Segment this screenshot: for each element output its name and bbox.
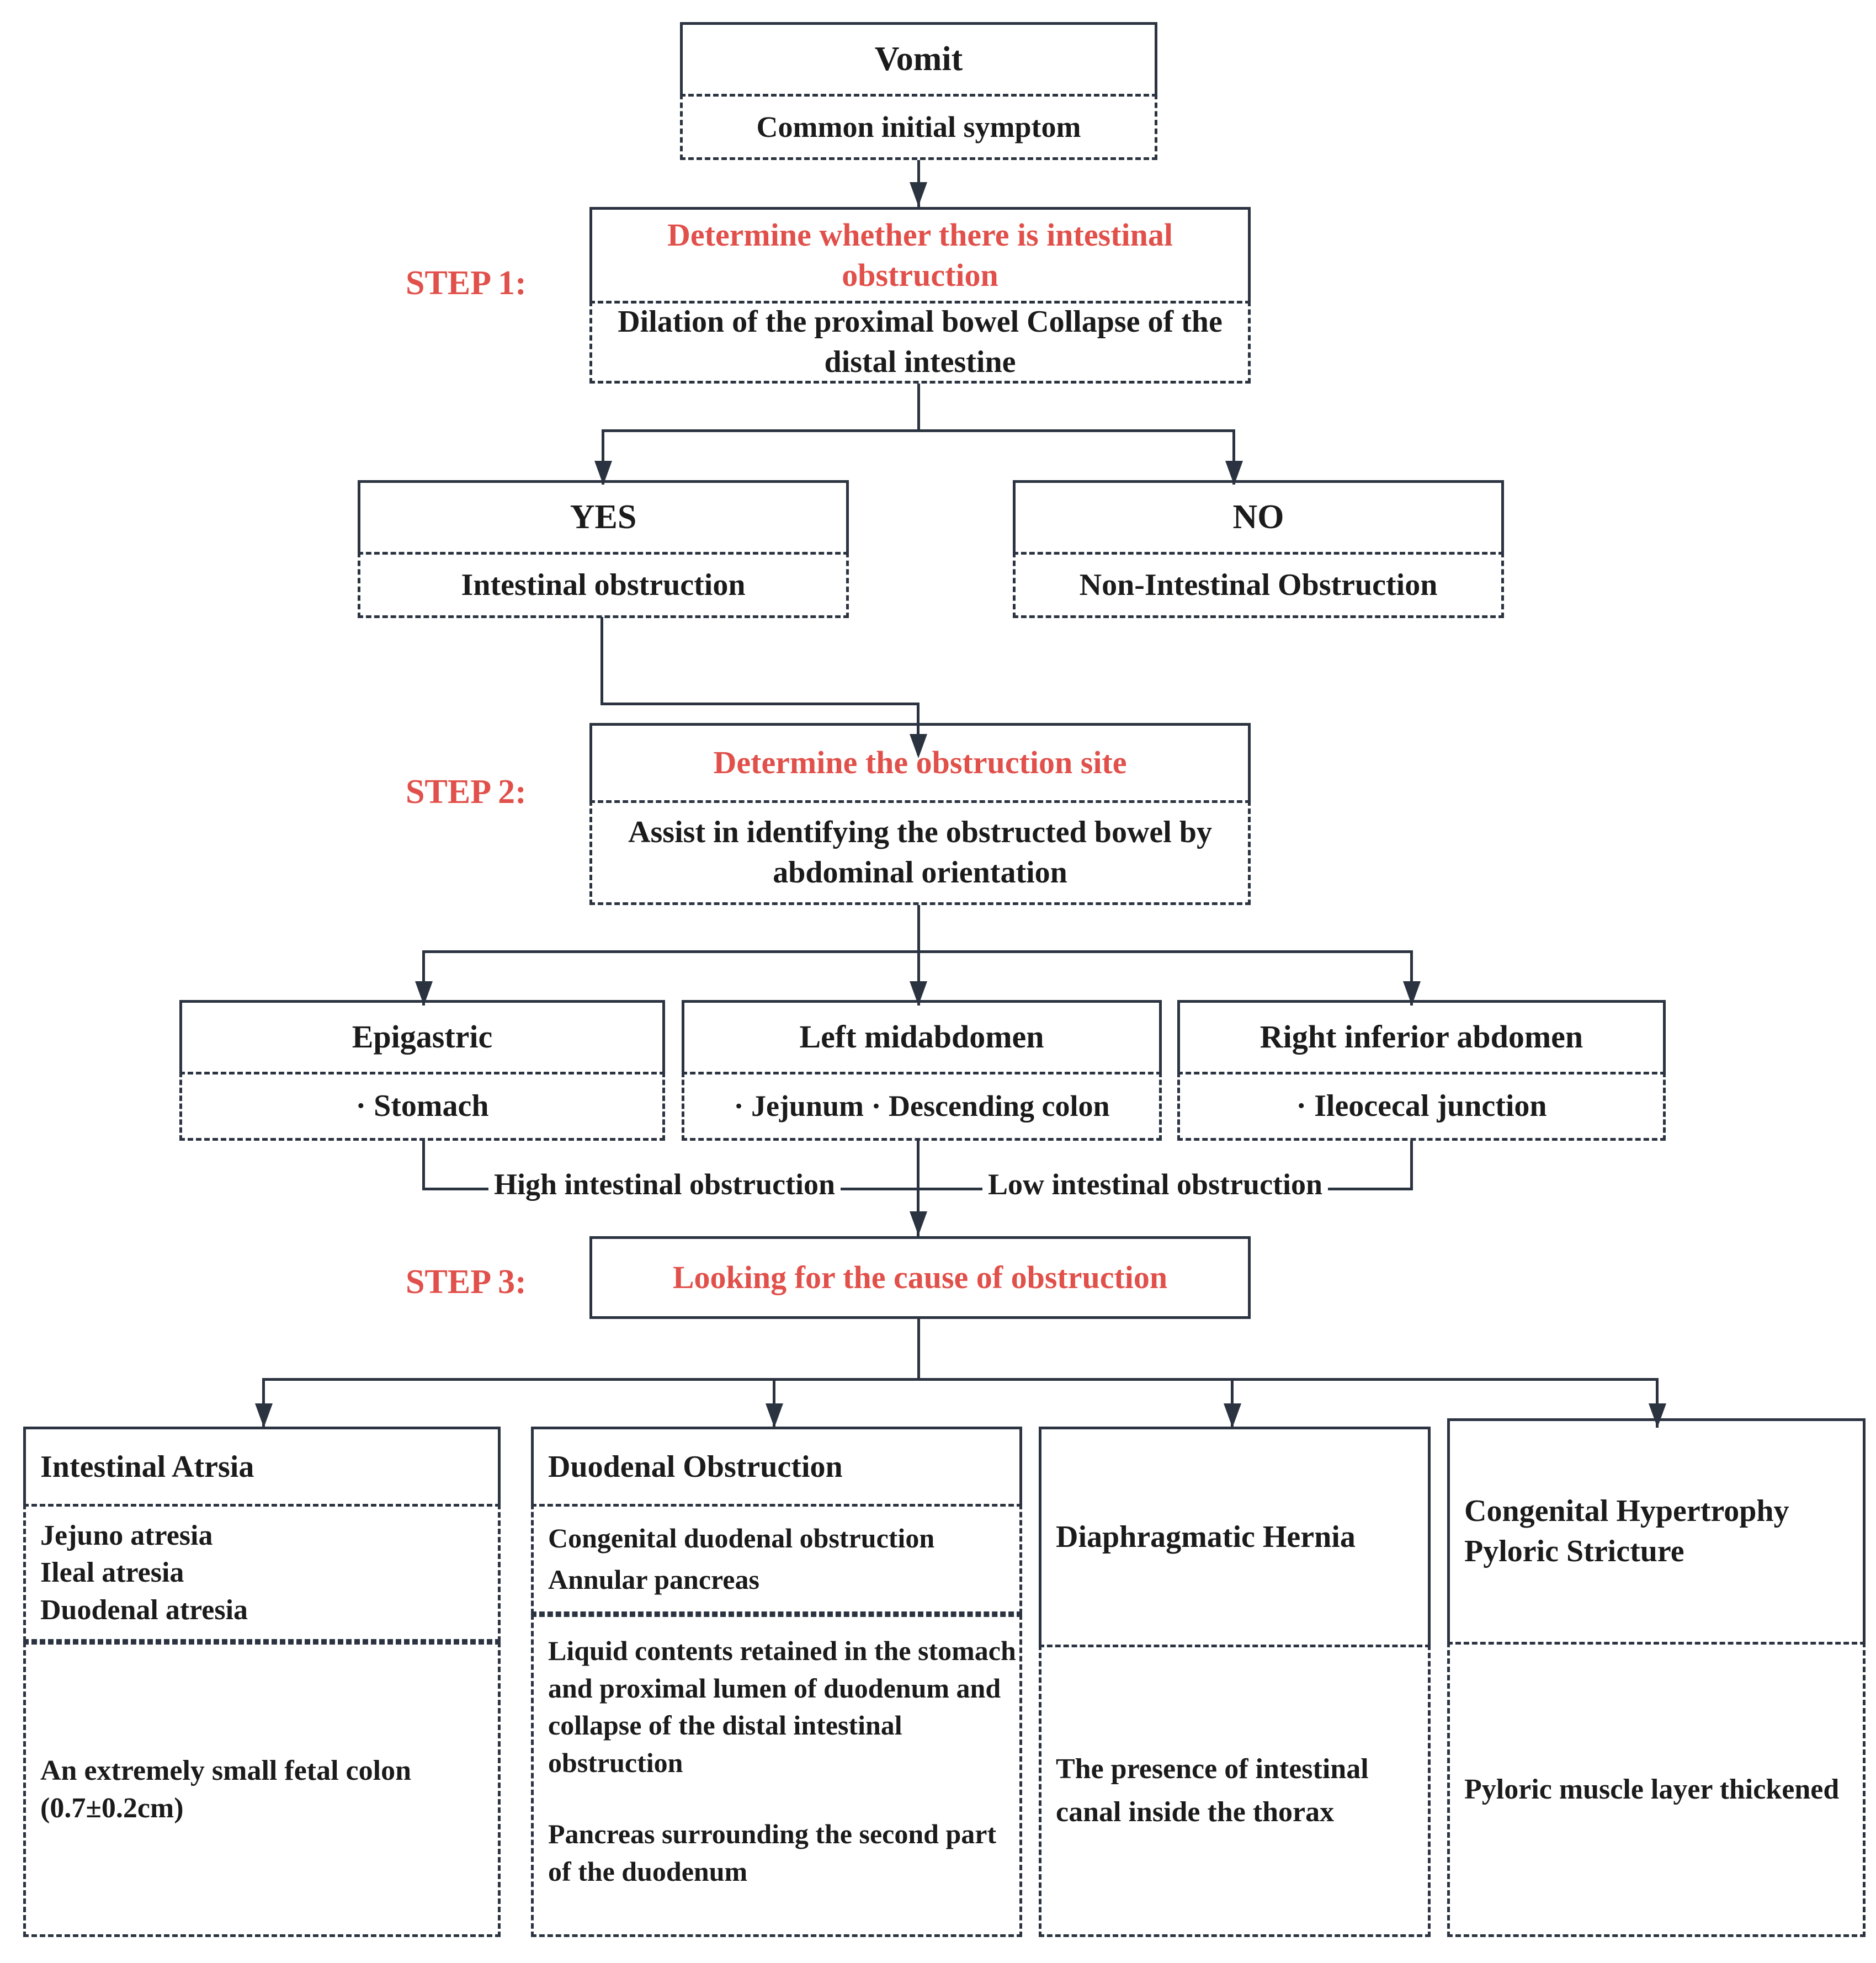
node-right-inferior-abdomen: Right inferior abdomen · Ileocecal junct… (1177, 1000, 1666, 1141)
node-left-midabdomen-detail: · Jejunum · Descending colon (682, 1072, 1162, 1141)
connector-no-drop (1232, 429, 1235, 485)
node-duodenal-obstruction: Duodenal Obstruction Congenital duodenal… (531, 1427, 1022, 1937)
node-vomit-title: Vomit (680, 22, 1157, 94)
connector-yesno-bus (602, 429, 1235, 432)
node-step2-title: Determine the obstruction site (589, 723, 1251, 800)
connector-merge-to-step3 (917, 1141, 920, 1237)
node-epigastric-detail: · Stomach (179, 1072, 665, 1141)
connector-epigastric-drop (422, 950, 425, 1006)
edge-label-high-obstruction: High intestinal obstruction (488, 1167, 841, 1201)
node-right-inferior-abdomen-title: Right inferior abdomen (1177, 1000, 1666, 1072)
connector-cause-bus (262, 1378, 1659, 1381)
node-vomit: Vomit Common initial symptom (680, 22, 1157, 160)
step2-label: STEP 2: (406, 773, 527, 811)
node-left-midabdomen: Left midabdomen · Jejunum · Descending c… (682, 1000, 1162, 1141)
connector-leftmid-drop (917, 950, 920, 1006)
connector-yes-drop (602, 429, 604, 485)
arrow-to-cause3 (1224, 1403, 1241, 1428)
node-yes-title: YES (358, 480, 849, 552)
arrow-vomit-step1 (910, 182, 927, 206)
connector-step2-split (917, 905, 920, 952)
connector-step3-split (917, 1319, 920, 1380)
arrow-to-cause2 (766, 1403, 783, 1428)
node-duodenal-obstruction-list: Congenital duodenal obstruction Annular … (531, 1504, 1022, 1614)
step1-label: STEP 1: (406, 264, 527, 302)
node-step3: Looking for the cause of obstruction (589, 1236, 1251, 1319)
node-step3-title: Looking for the cause of obstruction (589, 1236, 1251, 1319)
connector-epigastric-down (422, 1141, 425, 1190)
node-step1-title: Determine whether there is intestinal ob… (589, 207, 1251, 301)
connector-rightinf-drop (1410, 950, 1413, 1006)
node-yes: YES Intestinal obstruction (358, 480, 849, 618)
edge-label-low-obstruction: Low intestinal obstruction (982, 1167, 1328, 1201)
connector-rightinf-down (1410, 1141, 1413, 1190)
node-duodenal-obstruction-detail: Liquid contents retained in the stomach … (531, 1614, 1022, 1937)
arrow-to-cause4 (1649, 1403, 1666, 1428)
node-intestinal-atresia-detail: An extremely small fetal colon (0.7±0.2c… (23, 1642, 501, 1937)
node-right-inferior-abdomen-detail: · Ileocecal junction (1177, 1072, 1666, 1141)
node-diaphragmatic-hernia-detail: The presence of intestinal canal inside … (1039, 1645, 1431, 1937)
node-intestinal-atresia-list: Jejuno atresia Ileal atresia Duodenal at… (23, 1504, 501, 1642)
node-intestinal-atresia-title: Intestinal Atrsia (23, 1427, 501, 1504)
node-diaphragmatic-hernia-title: Diaphragmatic Hernia (1039, 1427, 1431, 1645)
node-no-detail: Non-Intestinal Obstruction (1013, 552, 1504, 618)
node-congenital-hypertrophy: Congenital Hypertrophy Pyloric Stricture… (1447, 1418, 1866, 1937)
node-congenital-hypertrophy-detail: Pyloric muscle layer thickened (1447, 1642, 1866, 1937)
step3-label: STEP 3: (406, 1263, 527, 1301)
node-vomit-detail: Common initial symptom (680, 94, 1157, 160)
arrow-to-step2 (910, 734, 927, 758)
node-no-title: NO (1013, 480, 1504, 552)
node-step1-detail: Dilation of the proximal bowel Collapse … (589, 301, 1251, 384)
node-intestinal-atresia: Intestinal Atrsia Jejuno atresia Ileal a… (23, 1427, 501, 1937)
connector-step1-split (917, 384, 920, 430)
arrow-to-cause1 (255, 1403, 273, 1428)
connector-cause3-drop (1231, 1378, 1234, 1428)
arrow-to-step3 (910, 1211, 927, 1236)
node-yes-detail: Intestinal obstruction (358, 552, 849, 618)
node-no: NO Non-Intestinal Obstruction (1013, 480, 1504, 618)
connector-cause2-drop (773, 1378, 775, 1428)
node-step2: Determine the obstruction site Assist in… (589, 723, 1251, 905)
node-step2-detail: Assist in identifying the obstructed bow… (589, 800, 1251, 905)
connector-yes-elbow-v (600, 617, 603, 705)
node-left-midabdomen-title: Left midabdomen (682, 1000, 1162, 1072)
node-epigastric: Epigastric · Stomach (179, 1000, 665, 1141)
connector-cause4-drop (1656, 1378, 1659, 1428)
node-step1: Determine whether there is intestinal ob… (589, 207, 1251, 384)
connector-step2-drop (917, 703, 920, 755)
connector-yes-elbow-h (600, 703, 920, 705)
node-duodenal-obstruction-title: Duodenal Obstruction (531, 1427, 1022, 1504)
connector-cause1-drop (262, 1378, 265, 1428)
node-epigastric-title: Epigastric (179, 1000, 665, 1072)
node-diaphragmatic-hernia: Diaphragmatic Hernia The presence of int… (1039, 1427, 1431, 1937)
node-congenital-hypertrophy-title: Congenital Hypertrophy Pyloric Stricture (1447, 1418, 1866, 1642)
